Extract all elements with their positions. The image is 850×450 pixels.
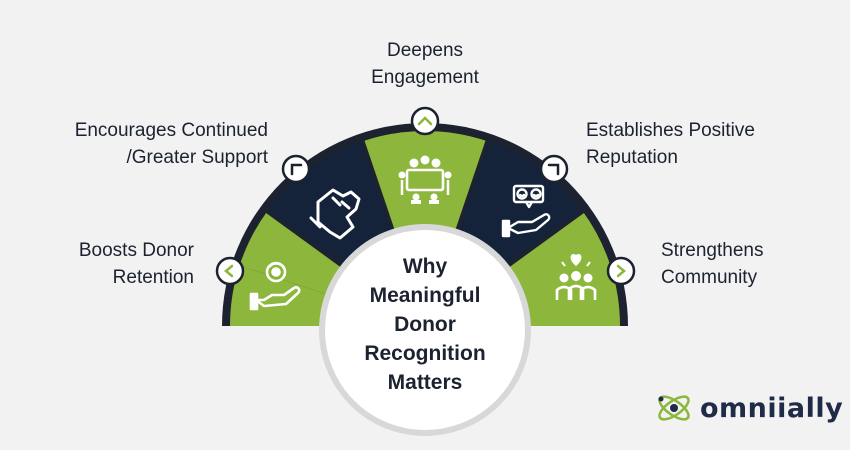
chevron-badge-retention — [215, 256, 245, 286]
hand-with-coin-cycle-icon — [249, 261, 301, 311]
label-line: Retention — [112, 267, 194, 288]
chevron-badge-reputation — [539, 154, 569, 184]
atom-logo-icon — [658, 395, 690, 421]
omnially-logo: omniially — [654, 388, 843, 428]
center-circle — [319, 224, 531, 436]
raised-fist-icon — [309, 188, 361, 240]
label-encourages-continued-support: Encourages Continued /Greater Support — [75, 117, 268, 171]
label-line: Strengthens — [661, 240, 764, 261]
label-line: Reputation — [586, 147, 678, 168]
label-deepens-engagement: Deepens Engagement — [345, 37, 505, 91]
label-boosts-donor-retention: Boosts Donor Retention — [79, 237, 194, 291]
label-establishes-positive-reputation: Establishes Positive Reputation — [586, 117, 755, 171]
chevron-badge-support — [281, 154, 311, 184]
label-line: Encourages Continued — [74, 120, 268, 141]
hand-with-smiley-faces-icon — [501, 184, 551, 238]
label-line: Engagement — [371, 67, 479, 88]
center-title-line: Matters — [387, 371, 463, 394]
center-title-line: Why — [402, 255, 448, 278]
chevron-badge-engagement — [410, 106, 440, 136]
center-title: Why Meaningful Donor Recognition Matters — [350, 252, 500, 397]
label-line: Boosts Donor — [78, 240, 194, 261]
chevron-badge-community — [606, 256, 636, 286]
meeting-table-icon — [398, 155, 452, 204]
center-title-line: Meaningful — [369, 284, 481, 307]
label-line: Community — [661, 267, 758, 288]
center-title-line: Recognition — [364, 342, 486, 365]
label-line: Establishes Positive — [586, 120, 755, 141]
label-strengthens-community: Strengthens Community — [661, 237, 763, 291]
logo-wordmark: omniially — [700, 392, 844, 424]
community-heart-icon — [555, 253, 597, 300]
label-line: Deepens — [386, 40, 464, 61]
center-title-line: Donor — [394, 313, 456, 336]
label-line: /Greater Support — [126, 147, 268, 168]
